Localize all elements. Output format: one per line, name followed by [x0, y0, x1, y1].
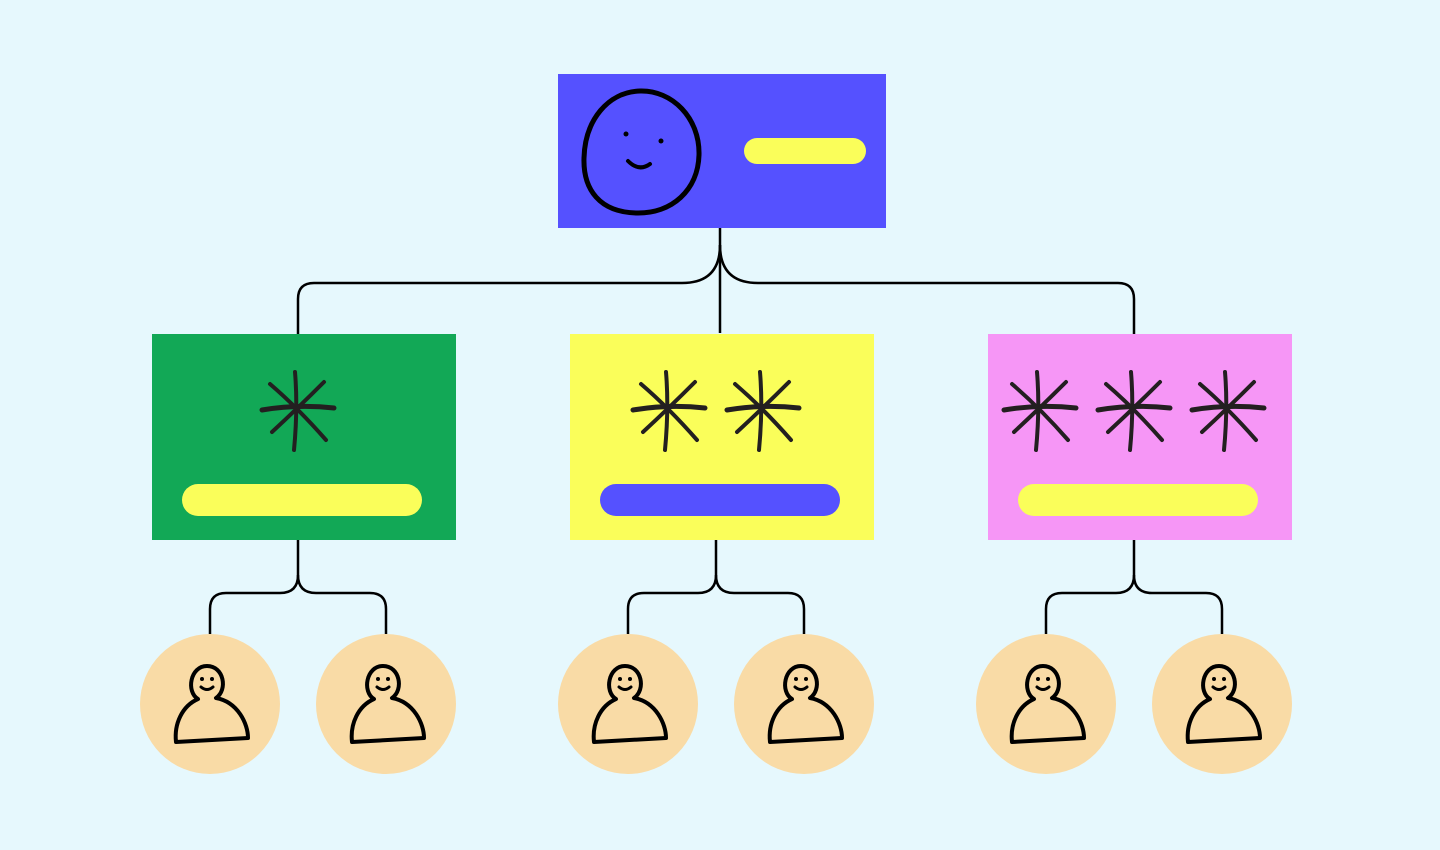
star-stroke [641, 380, 697, 434]
branch-label-pill [1018, 484, 1258, 516]
person-eye [386, 677, 390, 681]
star-stroke [1012, 380, 1068, 434]
person-eye [1036, 677, 1040, 681]
person-smile [1035, 685, 1051, 691]
connector-child-left [626, 540, 718, 634]
branch-label-pill [600, 484, 840, 516]
star-icon [724, 370, 802, 452]
person-icon [767, 664, 844, 744]
star-icon [1095, 370, 1173, 452]
person-eye [1046, 677, 1050, 681]
person-eye [210, 677, 214, 681]
person-circle [976, 634, 1116, 774]
person-icon [349, 664, 426, 744]
root-node [558, 74, 886, 228]
person-eye [200, 677, 204, 681]
person-outline [173, 664, 250, 744]
root-label-pill [744, 138, 866, 164]
person-eye [376, 677, 380, 681]
star-icon [1001, 370, 1079, 452]
person-smile [1211, 685, 1227, 691]
person-circle [734, 634, 874, 774]
branch-nodes [140, 334, 1292, 774]
person-circle [316, 634, 456, 774]
person-eye [1212, 677, 1216, 681]
star-stroke [735, 380, 791, 434]
person-eye [628, 677, 632, 681]
person-outline [1009, 664, 1086, 744]
child-person-node [558, 634, 698, 774]
person-icon [1009, 664, 1086, 744]
person-outline [1185, 664, 1262, 744]
child-person-node [734, 634, 874, 774]
child-person-node [140, 634, 280, 774]
person-outline [349, 664, 426, 744]
star-stroke [270, 380, 326, 434]
person-smile [793, 685, 809, 691]
star-icon [630, 370, 708, 452]
star-stroke [1200, 380, 1256, 434]
child-person-node [316, 634, 456, 774]
smiley-face-icon [581, 88, 702, 216]
star-icon [1189, 370, 1267, 452]
star-icon [259, 370, 337, 452]
person-eye [1222, 677, 1226, 681]
connector-child-right [714, 574, 806, 634]
person-eye [804, 677, 808, 681]
branch-node-1 [140, 334, 456, 774]
person-outline [767, 664, 844, 744]
branch-node-3 [976, 334, 1292, 774]
connector-root-right [718, 244, 1136, 334]
person-smile [375, 685, 391, 691]
person-circle [1152, 634, 1292, 774]
person-icon [173, 664, 250, 744]
person-smile [617, 685, 633, 691]
person-icon [1185, 664, 1262, 744]
child-person-node [1152, 634, 1292, 774]
connector-child-left [1044, 540, 1136, 634]
person-outline [591, 664, 668, 744]
person-circle [140, 634, 280, 774]
connector-child-right [1132, 574, 1224, 634]
connector-child-right [296, 574, 388, 634]
star-stroke [1106, 380, 1162, 434]
branch-node-2 [558, 334, 874, 774]
person-icon [591, 664, 668, 744]
connectors [208, 228, 1224, 634]
connector-child-left [208, 540, 300, 634]
person-eye [794, 677, 798, 681]
branch-label-pill [182, 484, 422, 516]
person-circle [558, 634, 698, 774]
child-person-node [976, 634, 1116, 774]
connector-root-left [296, 244, 722, 334]
person-eye [618, 677, 622, 681]
person-smile [199, 685, 215, 691]
